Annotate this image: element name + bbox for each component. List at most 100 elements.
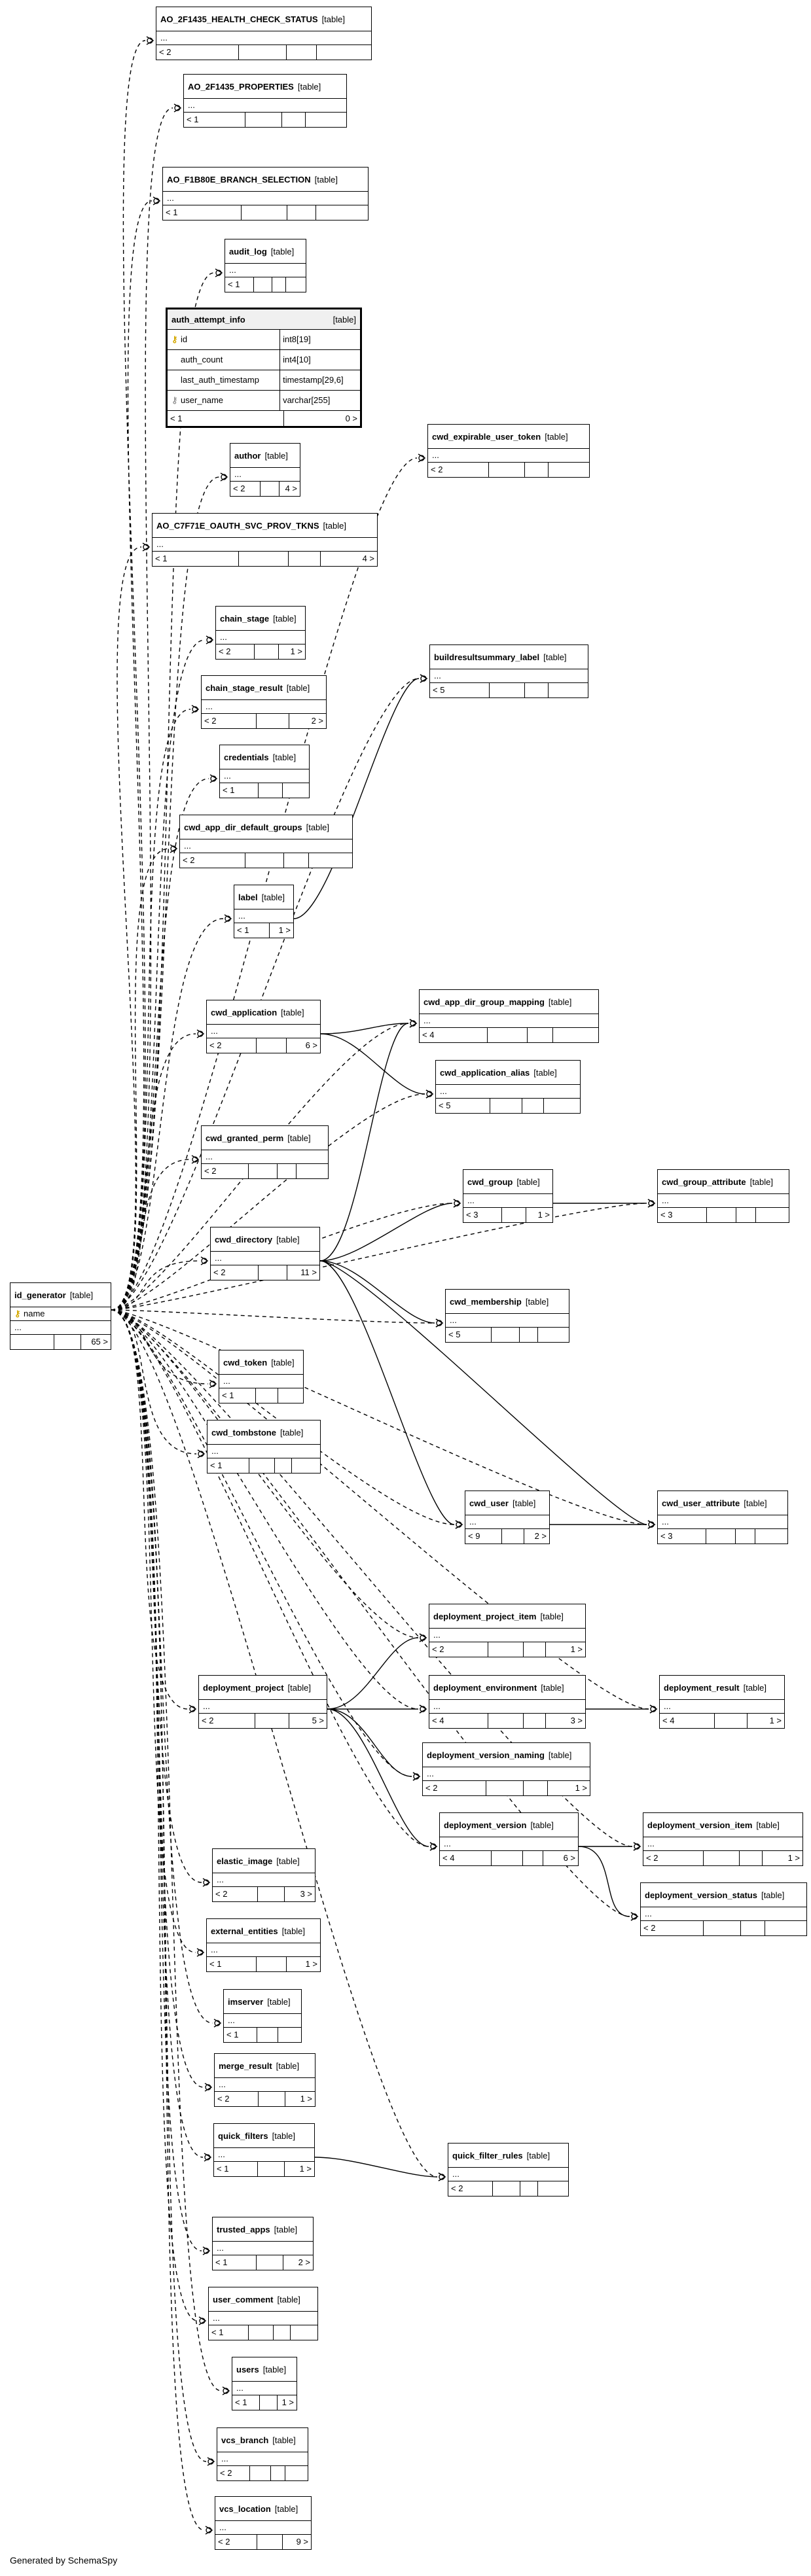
table-footer: < 2	[156, 45, 371, 60]
table-header: deployment_project[table]	[199, 1676, 327, 1700]
footer-cell	[520, 1328, 539, 1342]
table-credentials[interactable]: credentials[table]...< 1	[219, 745, 310, 798]
table-cwd-app-dir-group-mapping[interactable]: cwd_app_dir_group_mapping[table]...< 4	[419, 989, 599, 1043]
table-kind: [table]	[541, 1682, 564, 1693]
table-deployment-version-status[interactable]: deployment_version_status[table]...< 2	[640, 1882, 807, 1936]
table-id-generator[interactable]: id_generator[table]⚷name...65 >	[10, 1282, 111, 1350]
table-header: cwd_group_attribute[table]	[658, 1170, 789, 1194]
children-count: 3 >	[570, 1716, 583, 1725]
table-buildresultsummary-label[interactable]: buildresultsummary_label[table]...< 5	[429, 644, 588, 698]
children-count: 1 >	[769, 1716, 782, 1725]
relationship-edge	[111, 639, 206, 1311]
foreign-key-edge	[319, 1260, 435, 1324]
table-body: ...	[430, 669, 588, 683]
table-cwd-application-alias[interactable]: cwd_application_alias[table]...< 5	[435, 1060, 581, 1114]
table-ao-health[interactable]: AO_2F1435_HEALTH_CHECK_STATUS[table]...<…	[156, 7, 372, 60]
table-cwd-expirable-user-token[interactable]: cwd_expirable_user_token[table]...< 2	[427, 424, 590, 478]
table-cwd-group-attribute[interactable]: cwd_group_attribute[table]...< 3	[657, 1169, 789, 1223]
children-count: 1 >	[570, 1644, 583, 1654]
table-ao-props[interactable]: AO_2F1435_PROPERTIES[table]...< 1	[183, 74, 347, 128]
table-body: ...	[465, 1515, 549, 1529]
table-body: ...	[440, 1837, 578, 1851]
parents-count: < 3	[658, 1529, 707, 1544]
table-ao-oauth[interactable]: AO_C7F71E_OAUTH_SVC_PROV_TKNS[table]...<…	[152, 513, 378, 567]
table-cwd-user-attribute[interactable]: cwd_user_attribute[table]...< 3	[657, 1491, 788, 1544]
table-footer: < 1	[207, 1458, 320, 1473]
table-cwd-membership[interactable]: cwd_membership[table]...< 5	[445, 1289, 569, 1343]
relationship-edge	[111, 1159, 191, 1311]
table-cwd-app-dir-default-groups[interactable]: cwd_app_dir_default_groups[table]...< 2	[179, 815, 353, 868]
table-cwd-tombstone[interactable]: cwd_tombstone[table]...< 1	[207, 1420, 321, 1473]
table-body: ...	[658, 1194, 789, 1208]
table-name: cwd_expirable_user_token	[432, 431, 541, 442]
table-ao-branch[interactable]: AO_F1B80E_BRANCH_SELECTION[table]...< 1	[162, 167, 369, 221]
relationship-edge	[111, 1309, 455, 1525]
table-footer: < 1	[219, 1388, 303, 1403]
parents-count: < 1	[209, 2325, 249, 2340]
crows-foot-marker	[215, 268, 223, 277]
table-name: cwd_directory	[215, 1234, 273, 1244]
table-cwd-granted-perm[interactable]: cwd_granted_perm[table]...< 2	[201, 1125, 329, 1179]
table-name: chain_stage	[220, 613, 270, 624]
table-kind: [table]	[744, 1498, 767, 1508]
table-kind: [table]	[287, 1682, 311, 1693]
table-kind: [table]	[306, 822, 330, 832]
table-imserver[interactable]: imserver[table]...< 1	[223, 1989, 302, 2043]
table-quick-filter-rules[interactable]: quick_filter_rules[table]...< 2	[448, 2143, 569, 2197]
footer-cell	[502, 1208, 526, 1222]
table-kind: [table]	[526, 2150, 550, 2161]
column-name: name	[24, 1309, 45, 1318]
relationship-edge	[111, 1203, 453, 1311]
crows-foot-marker	[142, 542, 151, 552]
crows-foot-marker	[425, 1089, 434, 1099]
children-count: 1 >	[278, 925, 291, 935]
table-kind: [table]	[530, 1820, 554, 1830]
table-cwd-token[interactable]: cwd_token[table]...< 1	[219, 1350, 304, 1403]
relationship-edge	[111, 678, 420, 1311]
table-vcs-branch[interactable]: vcs_branch[table]...< 2	[217, 2427, 308, 2481]
children-count	[317, 45, 371, 60]
footer-cell	[255, 1714, 289, 1728]
parents-count: < 9	[465, 1529, 502, 1544]
footer-cell	[245, 853, 284, 868]
footer-cell	[706, 1529, 736, 1544]
crows-foot-marker	[200, 1256, 209, 1265]
children-count: 6 >	[563, 1853, 576, 1863]
table-body: ...	[429, 1629, 585, 1642]
table-audit-log[interactable]: audit_log[table]...< 1	[225, 239, 306, 292]
parents-count: < 2	[217, 2466, 251, 2480]
table-header: quick_filters[table]	[214, 2124, 314, 2148]
table-body: ...	[214, 2148, 314, 2162]
table-user-comment[interactable]: user_comment[table]...< 1	[208, 2287, 318, 2340]
foreign-key-edge	[327, 1708, 412, 1777]
relationship-edge	[111, 1309, 647, 1525]
footer-cell	[488, 1028, 528, 1042]
